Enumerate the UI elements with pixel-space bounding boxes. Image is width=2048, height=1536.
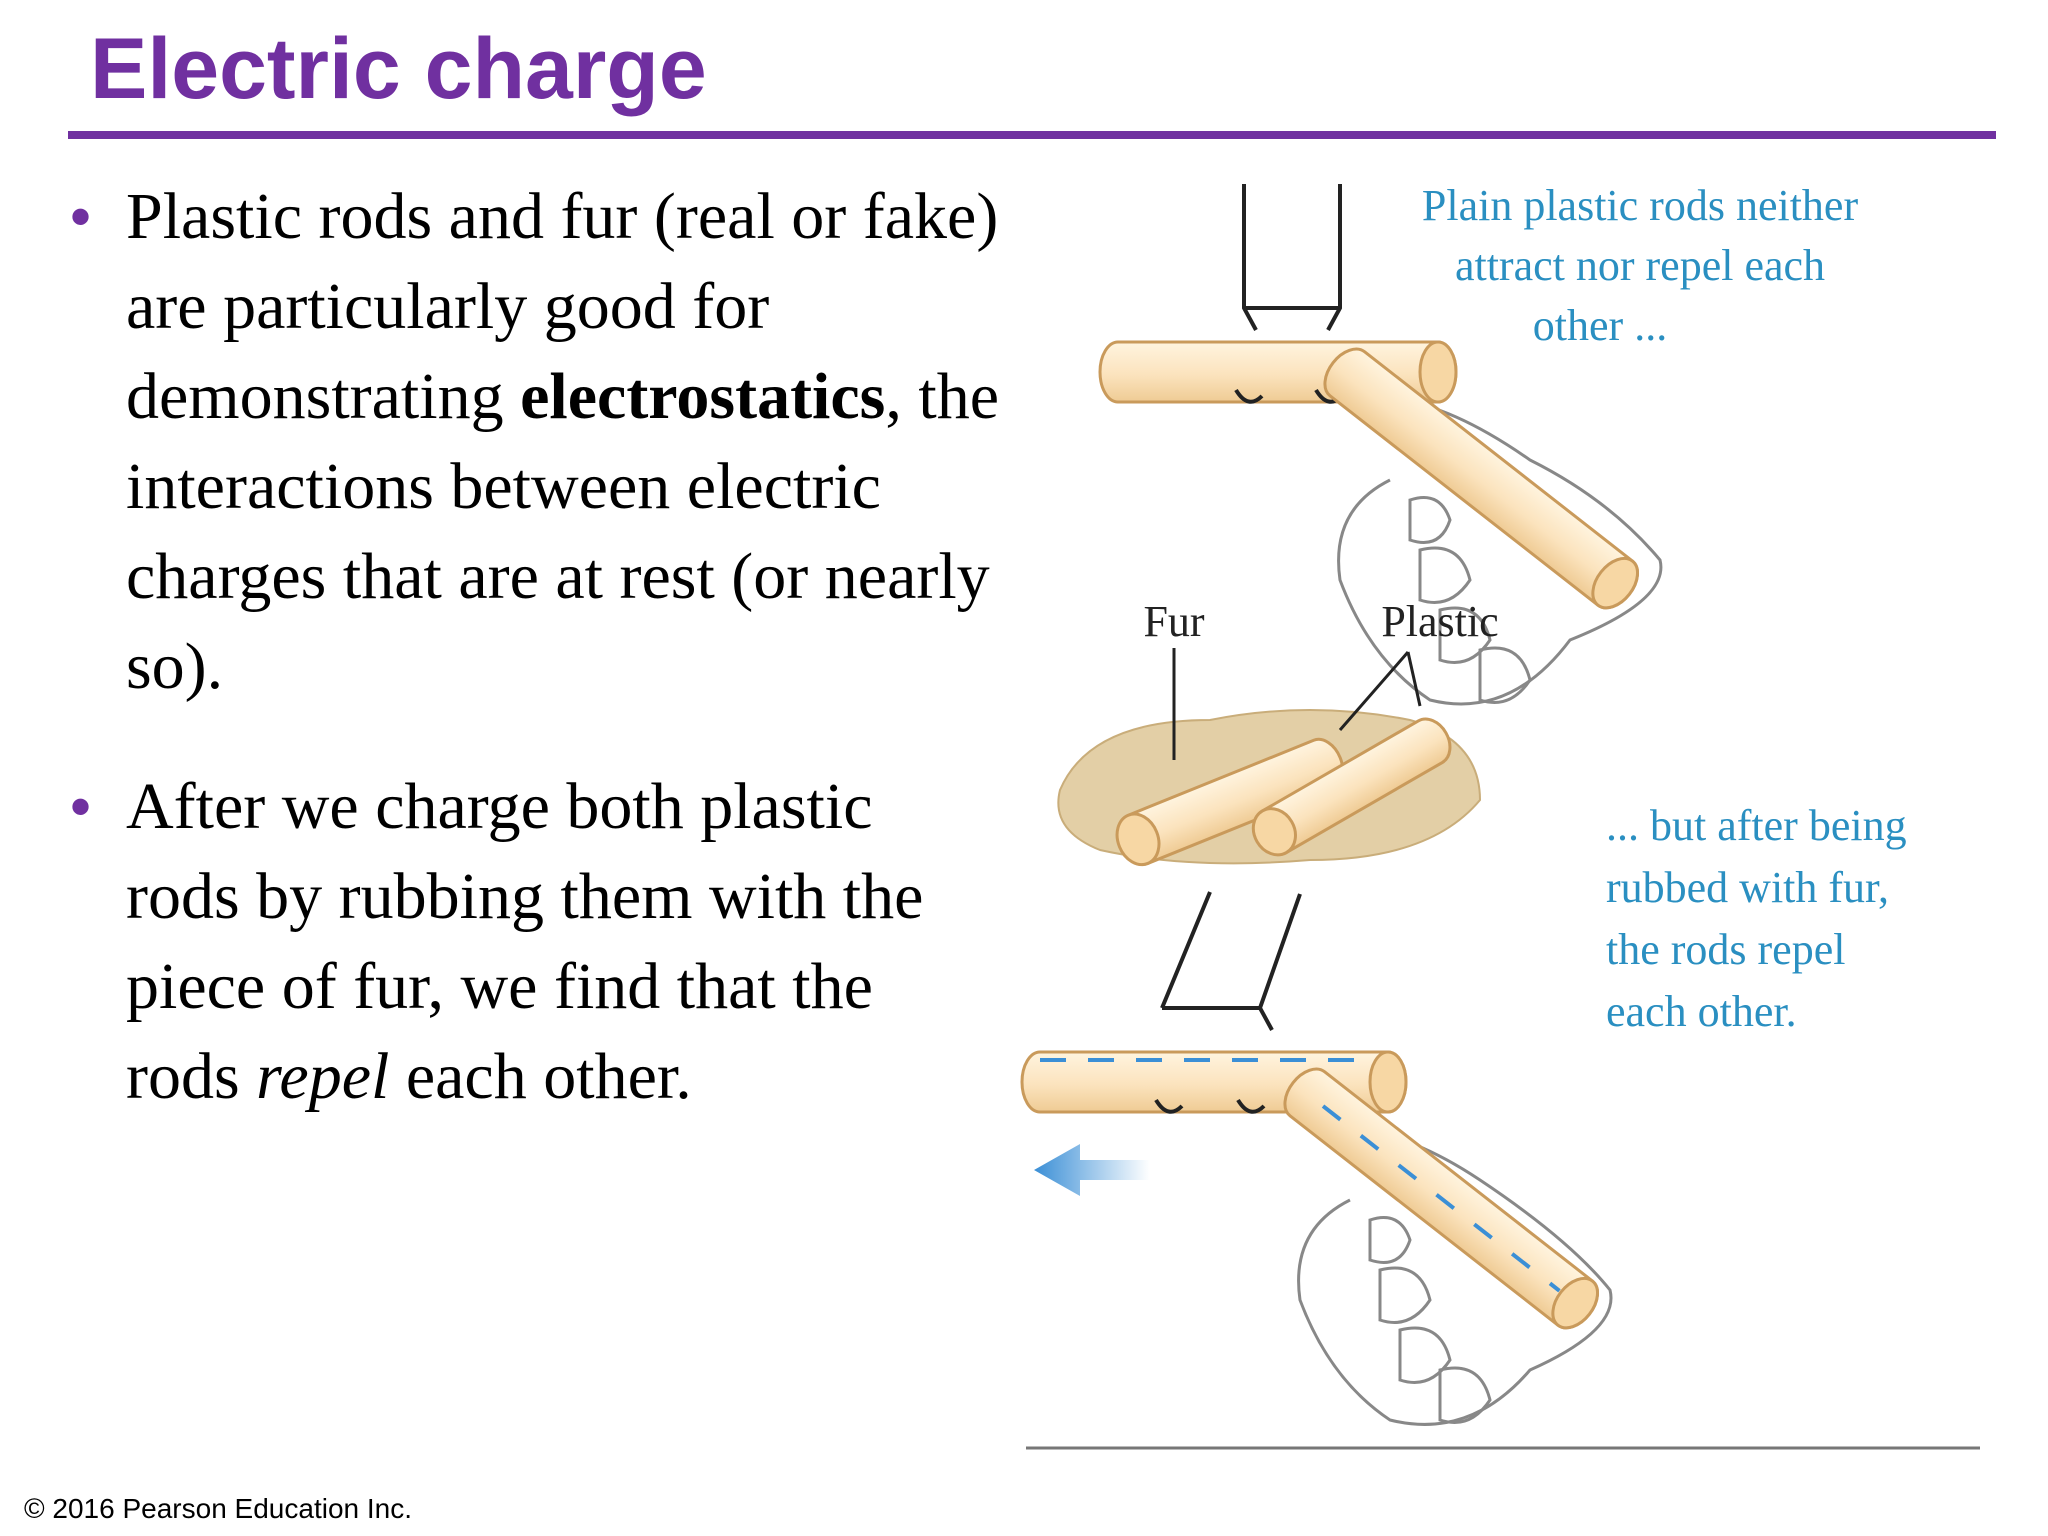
hanging-rod-top [1098, 184, 1458, 404]
bullet-item: • After we charge both plastic rods by r… [70, 762, 1000, 1122]
caption-top-line: Plain plastic rods neither [1422, 181, 1859, 230]
caption-bottom-line: rubbed with fur, [1606, 863, 1889, 912]
electrostatics-figure: Plain plastic rods neither attract nor r… [1020, 181, 1980, 1450]
bullet-list: • Plastic rods and fur (real or fake) ar… [70, 172, 1000, 1122]
caption-bottom-line: each other. [1606, 987, 1797, 1036]
caption-top-line: other ... [1533, 301, 1667, 350]
hand-with-rod-bottom [1283, 1067, 1613, 1426]
hanging-rod-bottom [1020, 891, 1408, 1114]
plastic-label: Plastic [1381, 597, 1498, 646]
hand-with-rod-top [1323, 347, 1663, 706]
fur-and-rods [1057, 648, 1482, 867]
bullet-text: Plastic rods and fur (real or fake) are … [126, 180, 1000, 703]
bullet-item: • Plastic rods and fur (real or fake) ar… [70, 172, 1000, 712]
caption-bottom-line: the rods repel [1606, 925, 1845, 974]
copyright-footer: © 2016 Pearson Education Inc. [24, 1493, 412, 1524]
fur-label: Fur [1143, 597, 1204, 646]
bullet-dot-icon: • [70, 183, 92, 250]
bullet-dot-icon: • [70, 773, 92, 840]
title-underline [68, 131, 1996, 139]
slide-title: Electric charge [90, 21, 707, 117]
bullet-text: After we charge both plastic rods by rub… [126, 770, 924, 1113]
caption-top-line: attract nor repel each [1455, 241, 1825, 290]
left-arrow-icon [1034, 1144, 1150, 1196]
caption-bottom-line: ... but after being [1606, 801, 1907, 850]
